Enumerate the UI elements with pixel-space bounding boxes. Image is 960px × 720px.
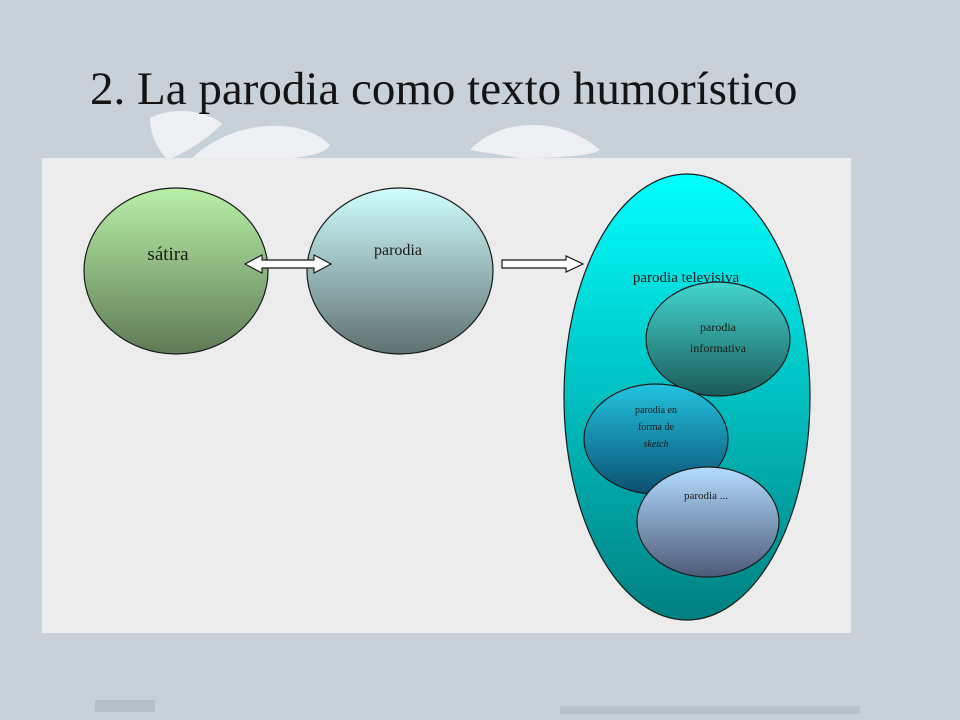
node-parodia-otras-label: parodia ... bbox=[684, 490, 728, 502]
node-parodia: parodia bbox=[306, 187, 494, 355]
node-parodia-otras: parodia ... bbox=[636, 466, 780, 578]
edge-parodia-televisiva-arrow bbox=[501, 255, 585, 273]
node-parodia-informativa-label-line1: parodia bbox=[700, 320, 737, 334]
node-parodia-informativa: parodia informativa bbox=[645, 281, 791, 397]
node-parodia-shape bbox=[306, 187, 494, 355]
node-satira-label: sátira bbox=[147, 244, 189, 265]
node-satira-shape bbox=[83, 187, 269, 355]
node-parodia-otras-shape bbox=[636, 466, 780, 578]
node-satira: sátira bbox=[83, 187, 269, 355]
edge-satira-parodia-double-arrow bbox=[243, 254, 333, 274]
slide-title: 2. La parodia como texto humorístico bbox=[90, 63, 798, 115]
node-parodia-sketch-label-line3: sketch bbox=[644, 439, 669, 450]
node-parodia-informativa-label-line2: informativa bbox=[690, 341, 747, 355]
node-parodia-sketch-label-line1: parodia en bbox=[635, 405, 677, 416]
node-parodia-label: parodia bbox=[374, 242, 422, 259]
node-parodia-sketch-label-line2: forma de bbox=[638, 422, 674, 433]
node-parodia-sketch: parodia en forma de sketch bbox=[583, 383, 729, 495]
node-parodia-informativa-shape bbox=[645, 281, 791, 397]
